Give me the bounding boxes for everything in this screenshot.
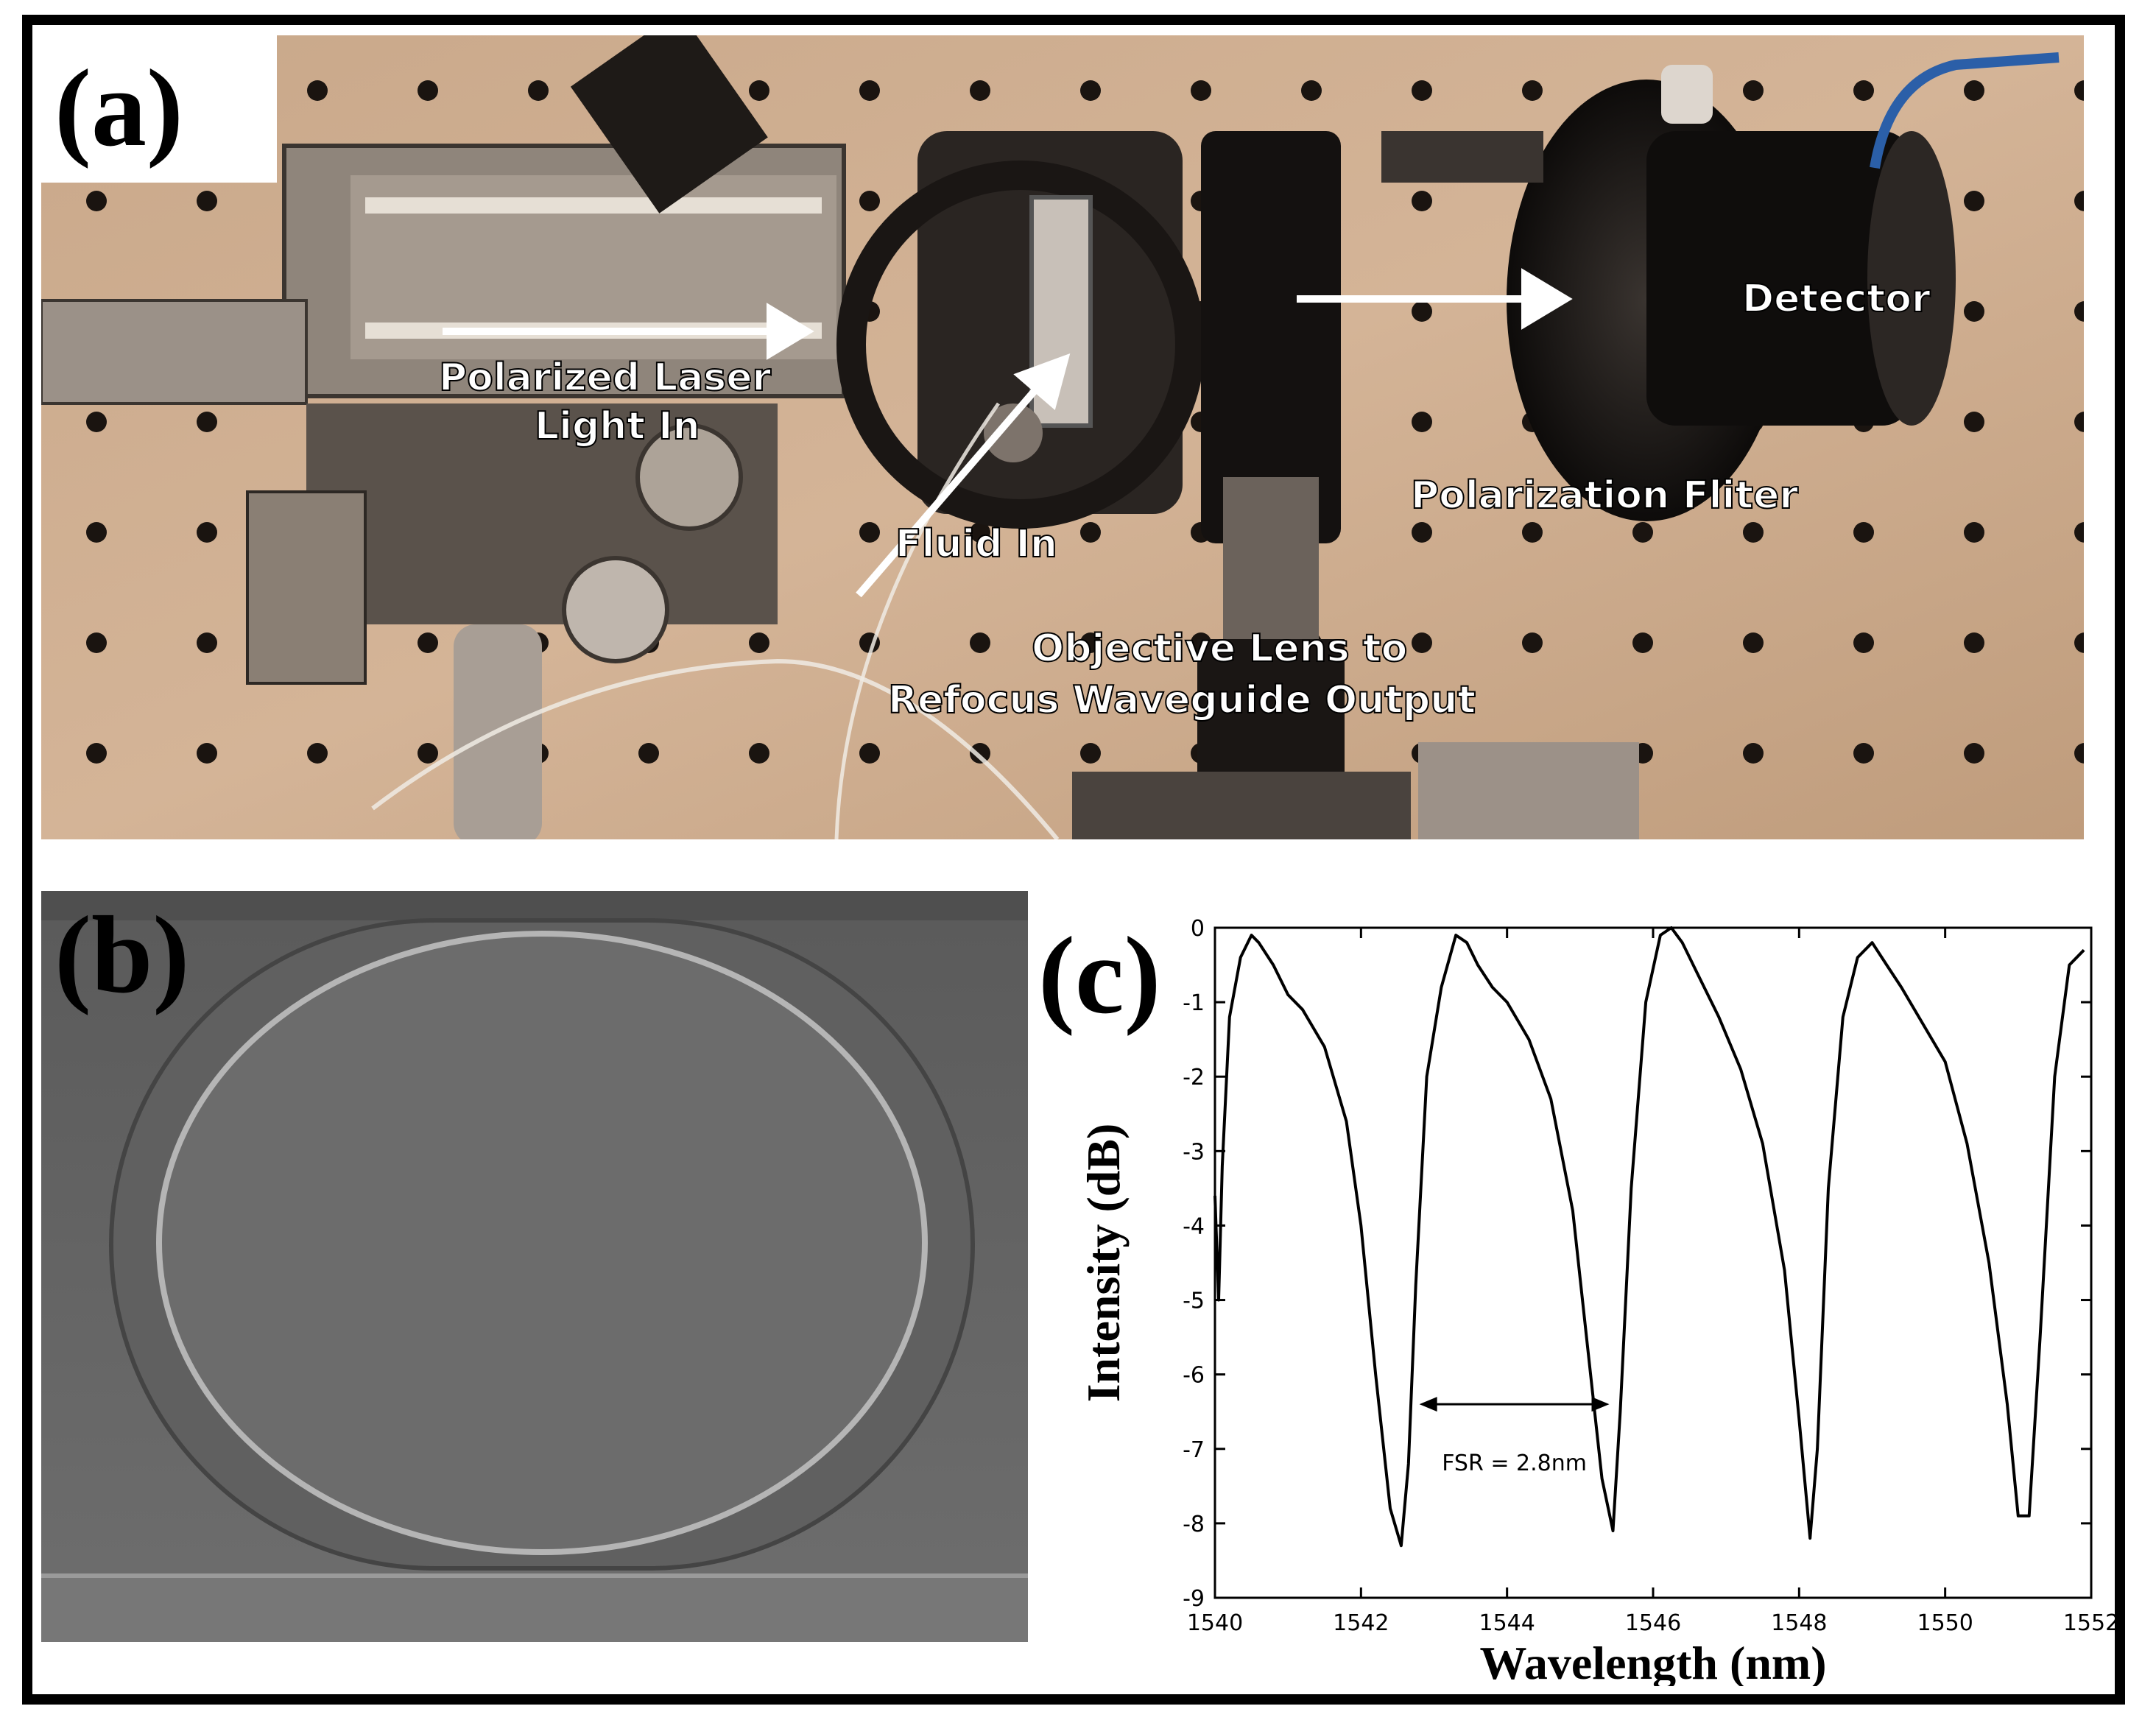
stage-plate [246,490,367,685]
detector-face [1867,131,1956,426]
spectrum-chart: (c) 1540 1542 1544 1546 1548 1550 1552 0 -1 -2 -3 -… [1031,891,2121,1686]
label-laser-line2: Light In [535,404,700,448]
panel-a-label-box [41,35,277,183]
x-tick-label: 1540 [1187,1610,1243,1636]
fluid-tube [834,402,1001,839]
panel-b-label: (b) [54,894,190,1016]
detector-body [1646,131,1912,426]
fluid-tube [371,658,1060,839]
knob [562,556,669,663]
y-tick-label: -5 [1183,1289,1205,1314]
arrowhead [1521,268,1573,330]
knob [635,423,743,531]
y-tick-label: -9 [1183,1586,1205,1612]
x-tick-label: 1546 [1625,1610,1681,1636]
fsr-annotation: FSR = 2.8nm [1442,1451,1587,1476]
x-tick-label: 1544 [1479,1610,1535,1636]
arrowhead [1013,353,1071,411]
x-tick-label: 1542 [1333,1610,1389,1636]
label-detector: Detector [1742,277,1931,321]
spectrum-line [1213,926,2085,1548]
lens-base-block [1418,742,1639,839]
y-tick-label: 0 [1191,916,1205,942]
x-tick-label: 1550 [1917,1610,1973,1636]
mount-ring [836,161,1205,529]
label-lens-line2: Refocus Waveguide Output [888,678,1476,722]
label-fluid: Fluid In [895,522,1057,566]
arrow-fluid [856,378,1046,598]
x-tick-label: 1552 [2063,1610,2119,1636]
top-objective [570,35,768,214]
arrowhead [767,303,814,360]
y-tick-label: -1 [1183,990,1205,1016]
x-axis-label: Wavelength (nm) [1479,1637,1826,1686]
fsr-arrowhead-left [1419,1397,1437,1412]
fsr-arrowhead-right [1591,1397,1610,1412]
x-tick-label: 1548 [1771,1610,1827,1636]
detector-cable [1870,52,2060,169]
filter-mount-arm [1381,131,1543,183]
label-laser-line1: Polarized Laser [439,356,772,400]
micrometer [41,299,308,405]
chart-svg: 1540 1542 1544 1546 1548 1550 1552 0 -1 -2 -3 -4 -5 -… [1077,916,2119,1686]
y-tick-label: -7 [1183,1437,1205,1463]
lens-holder [1201,131,1341,543]
label-filter: Polarization Fliter [1411,473,1798,518]
sem-bottom-ledge [41,1576,1028,1642]
screw [984,403,1043,462]
y-tick-label: -6 [1183,1363,1205,1389]
y-tick-label: -3 [1183,1139,1205,1165]
panel-c-label: (c) [1038,914,1161,1037]
lens-base [1072,772,1411,839]
label-lens-line1: Objective Lens to [1032,627,1407,671]
sem-top-edge [41,891,1028,920]
y-tick-label: -8 [1183,1512,1205,1537]
panel-a-label: (a) [54,47,183,169]
annotation-arrows [443,268,1573,598]
microdisk [156,931,928,1555]
setup-photo: Polarized Laser Light In Fluid In Detect… [41,35,2084,839]
filter-knob [1661,65,1713,124]
y-tick-label: -4 [1183,1213,1205,1239]
y-axis-label: Intensity (dB) [1077,1124,1130,1403]
plot-frame [1213,926,2093,1599]
stage-rail [365,197,822,214]
sem-image [41,891,1028,1642]
y-tick-label: -2 [1183,1065,1205,1090]
